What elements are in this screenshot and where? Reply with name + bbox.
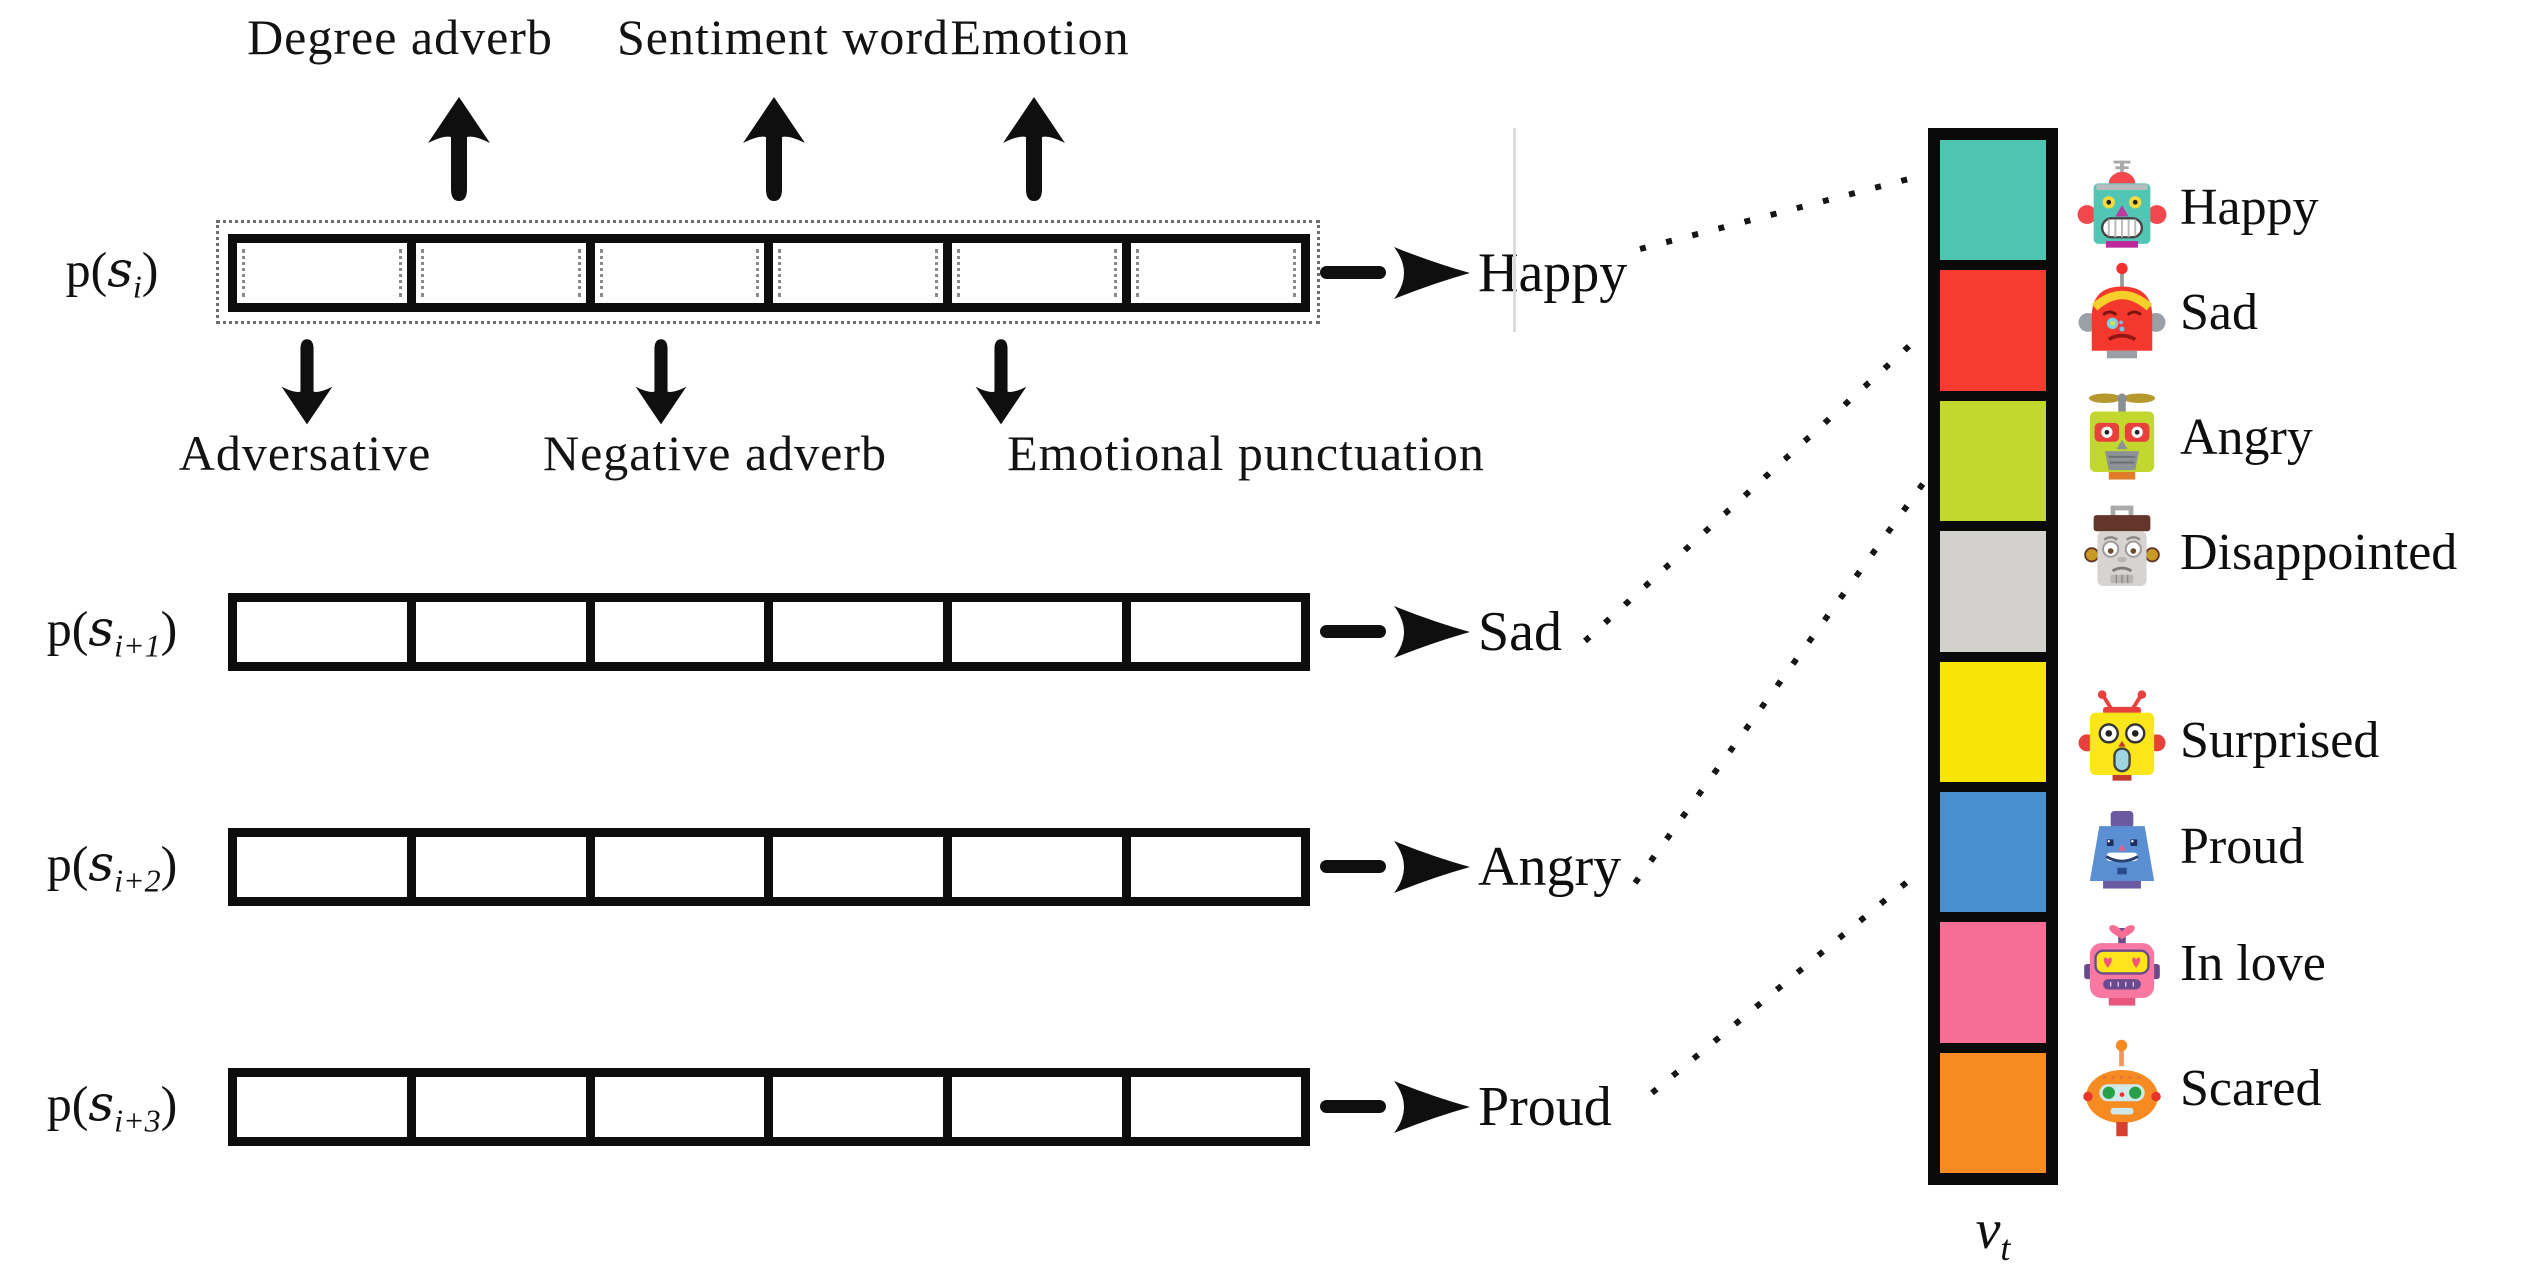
vector-cell [1131, 1077, 1301, 1137]
vector-cell [594, 602, 765, 662]
emotional-punctuation-label: Emotional punctuation [1007, 425, 1485, 481]
sequence-row: p(si+2) Angry [0, 828, 2524, 906]
colorbar-cell-angry [1940, 400, 2046, 522]
legend-row: Disappointed [2060, 500, 2457, 604]
vector-cell [773, 837, 944, 897]
dotted-connector-angry [1632, 481, 1926, 885]
vector-cell [415, 1077, 586, 1137]
vt-label: vt [1975, 1199, 2011, 1269]
vector-cell [415, 602, 586, 662]
right-arrow-icon [1318, 835, 1474, 899]
adversative-label: Adversative [178, 425, 432, 481]
dotted-frame [216, 220, 1320, 324]
p-si2-label: p(si+2) [46, 834, 178, 899]
emotion-colorbar [1928, 128, 2058, 1185]
up-arrow-icon [739, 95, 809, 205]
vector-cell [237, 602, 407, 662]
vector-cell [773, 1077, 944, 1137]
row-emotion-label: Proud [1478, 1076, 1612, 1138]
row-emotion-label: Sad [1478, 601, 1562, 663]
sequence-row: p(si+3) Proud [0, 1068, 2524, 1146]
happy-robot-icon [2077, 160, 2167, 248]
vector-cell [415, 243, 586, 303]
vector-cell [952, 243, 1123, 303]
right-arrow-icon [1318, 600, 1474, 664]
degree-adverb-label: Degree adverb [247, 9, 553, 65]
vector-cell [773, 602, 944, 662]
legend-row: Sad [2060, 260, 2258, 364]
row-emotion-label: Happy [1478, 242, 1628, 304]
legend-row: Proud [2060, 794, 2304, 898]
vector-cell [237, 243, 407, 303]
sad-robot-icon [2078, 262, 2166, 359]
down-arrow-icon [272, 336, 342, 426]
emotion-label: Emotion [950, 9, 1130, 65]
right-arrow-icon [1318, 241, 1474, 305]
vector-cell [594, 1077, 765, 1137]
proud-robot-icon [2089, 811, 2155, 889]
row-emotion-label: Angry [1478, 836, 1622, 898]
vector-cell [237, 1077, 407, 1137]
down-arrow-icon [626, 336, 696, 426]
right-arrow-icon [1318, 1075, 1474, 1139]
legend-label: In love [2180, 934, 2326, 992]
vector-cell [237, 837, 407, 897]
colorbar-cell-proud [1940, 791, 2046, 913]
sequence-row: p(si) Happy [0, 220, 2524, 324]
vector-cell [1131, 602, 1301, 662]
vector-boxes [228, 1068, 1310, 1146]
scared-robot-icon [2083, 1039, 2161, 1137]
up-arrow-icon [999, 95, 1069, 205]
angry-robot-icon [2088, 393, 2156, 480]
legend-label: Happy [2180, 178, 2319, 236]
p-si-label: p(si) [65, 240, 159, 305]
legend-label: Proud [2180, 817, 2305, 875]
legend-row: Scared [2060, 1036, 2321, 1140]
negative-adverb-label: Negative adverb [542, 425, 888, 481]
sentiment-word-label: Sentiment word [616, 9, 950, 65]
vector-boxes [228, 234, 1310, 312]
p-si1-label: p(si+1) [46, 599, 178, 664]
legend-row: Happy [2060, 155, 2319, 259]
legend-label: Disappointed [2180, 523, 2458, 581]
vector-cell [952, 1077, 1123, 1137]
legend-row: In love [2060, 911, 2326, 1015]
colorbar-cell-happy [1940, 140, 2046, 261]
colorbar-cell-disappointed [1940, 531, 2046, 652]
legend-row: Angry [2060, 385, 2313, 489]
vector-cell [594, 243, 765, 303]
surprised-robot-icon [2078, 690, 2166, 781]
sequence-row: p(si+1) Sad [0, 593, 2524, 671]
vector-cell [1131, 837, 1301, 897]
colorbar-cell-scared [1940, 1052, 2046, 1173]
faint-divider-line [1513, 128, 1516, 332]
legend-label: Surprised [2180, 711, 2380, 769]
vector-cell [952, 602, 1123, 662]
in-love-robot-icon [2084, 925, 2160, 1006]
colorbar-cell-inlove [1940, 922, 2046, 1043]
vector-boxes [228, 593, 1310, 671]
legend-label: Sad [2180, 283, 2258, 341]
vector-boxes [228, 828, 1310, 906]
vector-cell [594, 837, 765, 897]
vector-cell [952, 837, 1123, 897]
legend-label: Scared [2180, 1059, 2322, 1117]
down-arrow-icon [966, 336, 1036, 426]
colorbar-cell-surprised [1940, 661, 2046, 782]
up-arrow-icon [424, 95, 494, 205]
vector-cell [773, 243, 944, 303]
vector-cell [415, 837, 586, 897]
colorbar-cell-sad [1940, 270, 2046, 391]
disappointed-robot-icon [2084, 505, 2160, 587]
p-si3-label: p(si+3) [46, 1074, 178, 1139]
vector-cell [1131, 243, 1301, 303]
legend-label: Angry [2180, 408, 2313, 466]
legend-row: Surprised [2060, 688, 2379, 792]
